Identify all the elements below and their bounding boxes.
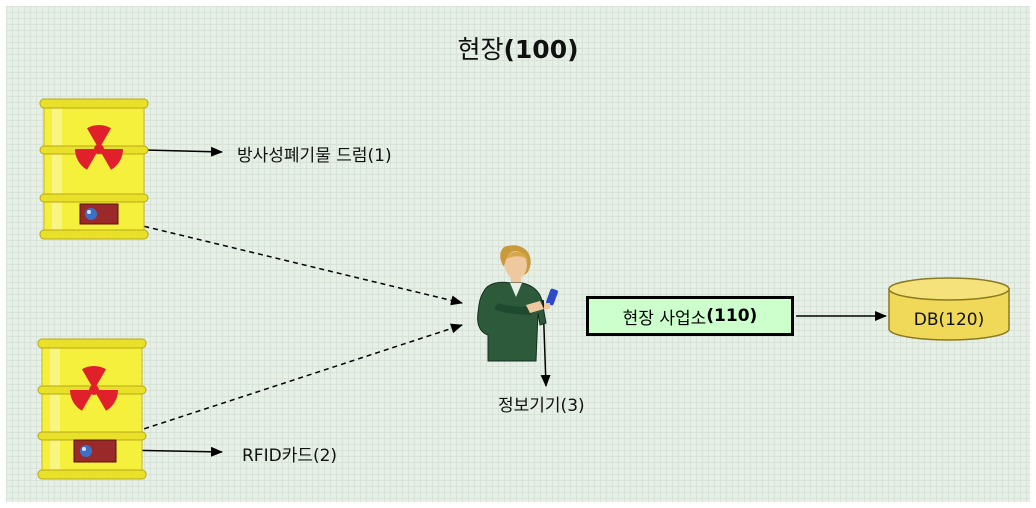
- top-rfid-to-device-dashed-arrow: [117, 219, 463, 306]
- bottom-rfid-to-device-dashed-arrow: [109, 323, 463, 441]
- rfid-tag-icon: [79, 203, 119, 225]
- site-office-code: (110): [706, 306, 758, 326]
- info-device-label: 정보기기(3): [498, 396, 585, 416]
- rfid-tag-icon: [73, 439, 117, 463]
- drum-to-label-arrow: [144, 146, 223, 157]
- title-prefix: 현장: [457, 35, 504, 64]
- title-code: (100): [503, 35, 579, 64]
- diagram-title: 현장(100): [0, 30, 1036, 66]
- drum-label: 방사성폐기물 드럼(1): [237, 146, 392, 166]
- db-label: DB(120): [914, 310, 984, 330]
- trefoil-icon: [69, 365, 119, 411]
- site-office-box: 현장 사업소(110): [586, 296, 794, 336]
- rfid-card-label: RFID카드(2): [242, 446, 338, 466]
- radioactive-drum-icon: [37, 338, 147, 480]
- worker-with-handheld-icon: [477, 245, 558, 362]
- radioactive-drum-icon: [39, 98, 149, 240]
- trefoil-icon: [74, 124, 124, 170]
- site-office-name: 현장 사업소: [622, 308, 707, 329]
- database-cylinder-icon: DB(120): [888, 277, 1010, 341]
